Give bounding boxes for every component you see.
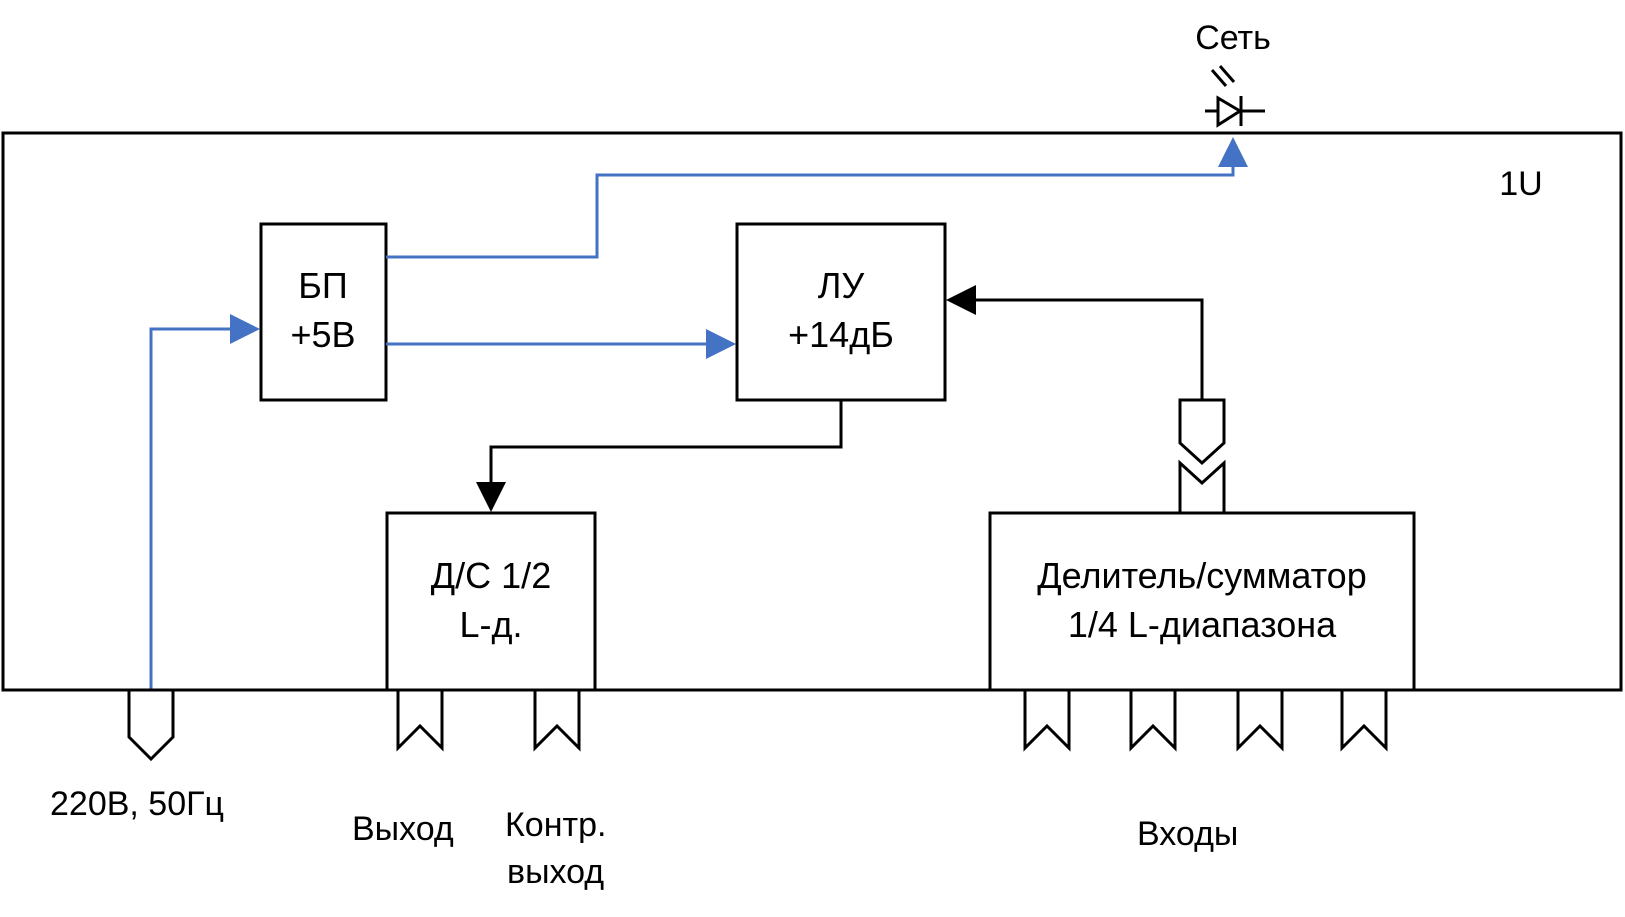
control-output-label-line1: Контр.: [505, 806, 606, 844]
mains-connector-icon: [127, 688, 175, 762]
control-output-label-line2: выход: [507, 853, 604, 891]
psu-block-voltage: +5В: [290, 314, 355, 355]
amplifier-to-splitter-line: [476, 400, 843, 512]
input-connector-1-icon: [1023, 688, 1071, 752]
internal-connector-icon: [1178, 398, 1226, 515]
input-connector-3-icon: [1236, 688, 1284, 752]
divider-block-band: 1/4 L-диапазона: [1068, 604, 1337, 645]
divider-block: Делитель/сумматор 1/4 L-диапазона: [988, 511, 1416, 692]
rack-label: 1U: [1499, 165, 1542, 203]
output-connector-icon: [396, 688, 444, 752]
amplifier-block-gain: +14дБ: [788, 314, 894, 355]
control-output-connector-icon: [533, 688, 581, 752]
splitter-block-title: Д/С 1/2: [431, 555, 551, 596]
power-to-led-line: [386, 137, 1248, 259]
chassis-enclosure: [1, 131, 1623, 692]
divider-to-amplifier-line: [946, 285, 1204, 400]
splitter-block: Д/С 1/2 L-д.: [385, 511, 597, 692]
output-label: Выход: [352, 810, 454, 848]
psu-block: БП +5В: [259, 222, 388, 402]
input-connector-2-icon: [1129, 688, 1177, 752]
led-indicator-icon: [1205, 65, 1265, 128]
input-connector-4-icon: [1340, 688, 1388, 752]
network-label: Сеть: [1195, 19, 1271, 57]
mains-input-label: 220В, 50Гц: [50, 785, 224, 823]
splitter-block-band: L-д.: [459, 604, 522, 645]
mains-to-psu-line: [149, 314, 260, 690]
psu-block-title: БП: [298, 265, 348, 306]
amplifier-block-title: ЛУ: [818, 265, 866, 306]
amplifier-block: ЛУ +14дБ: [735, 222, 947, 402]
inputs-label: Входы: [1137, 815, 1238, 853]
divider-block-title: Делитель/сумматор: [1037, 555, 1366, 596]
